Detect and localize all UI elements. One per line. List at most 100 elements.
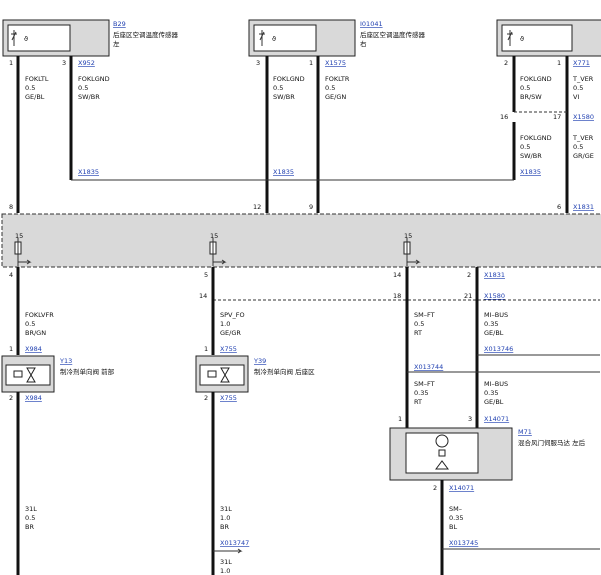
svg-text:SM–FT: SM–FT <box>414 311 435 319</box>
pin-label: 1 <box>9 345 13 353</box>
wire-label-foklvfr: FOKLVFR 0.5 BR/GN <box>25 311 54 337</box>
svg-text:0.35: 0.35 <box>484 320 498 328</box>
svg-text:31L: 31L <box>220 505 232 513</box>
svg-text:BR: BR <box>220 523 229 531</box>
connector-x1831[interactable]: X1831 <box>573 203 594 211</box>
pin-label: 12 <box>253 203 261 211</box>
svg-text:RT: RT <box>414 398 422 406</box>
theta-symbol: ϑ <box>24 35 28 43</box>
svg-text:FOKLTR: FOKLTR <box>325 75 350 83</box>
control-module-block <box>1 213 601 268</box>
pin-label: 8 <box>9 203 13 211</box>
solenoid-icon <box>13 370 23 378</box>
valve-y13 <box>1 355 55 393</box>
wire-label-sm-ft-2: SM–FT 0.35 RT <box>414 380 435 406</box>
connector-x755[interactable]: X755 <box>220 345 237 353</box>
svg-text:T_VER: T_VER <box>572 134 594 142</box>
svg-text:FOKLTL: FOKLTL <box>25 75 49 83</box>
svg-text:0.5: 0.5 <box>520 84 530 92</box>
sensor-right: ϑ <box>496 19 601 57</box>
component-y13-desc: 制冷剂单向阀 前部 <box>60 367 115 376</box>
connector-x771[interactable]: X771 <box>573 59 590 67</box>
fuse-2: 15 <box>209 232 227 266</box>
valve-icon <box>26 367 36 383</box>
connector-x14071[interactable]: X14071 <box>449 484 474 492</box>
component-y39-id[interactable]: Y39 <box>253 357 266 365</box>
connector-x1835[interactable]: X1835 <box>78 168 99 176</box>
connector-x952[interactable]: X952 <box>78 59 95 67</box>
component-m71-desc: 混合风门伺服马达 左后 <box>518 438 586 447</box>
wire-label-t-ver-vi: T_VER 0.5 VI <box>572 75 594 101</box>
wire-label-t-ver-grge: T_VER 0.5 GR/GE <box>572 134 594 160</box>
wire-label-mi-bus-2: MI–BUS 0.35 GE/BL <box>484 380 508 406</box>
component-m71-id[interactable]: M71 <box>518 428 532 436</box>
sensor-right-inner <box>501 24 573 52</box>
svg-text:MI–BUS: MI–BUS <box>484 380 508 388</box>
svg-text:SW/BR: SW/BR <box>78 93 100 101</box>
svg-text:GE/BL: GE/BL <box>484 398 504 406</box>
svg-text:15: 15 <box>404 232 412 240</box>
connector-x1831[interactable]: X1831 <box>484 271 505 279</box>
pin-label: 1 <box>398 415 402 423</box>
connector-x013746[interactable]: X013746 <box>484 345 513 353</box>
wire-label-mi-bus-1: MI–BUS 0.35 GE/BL <box>484 311 508 337</box>
connector-x1835[interactable]: X1835 <box>273 168 294 176</box>
svg-text:1.0: 1.0 <box>220 514 230 522</box>
connector-x1575[interactable]: X1575 <box>325 59 346 67</box>
svg-text:BR/SW: BR/SW <box>520 93 542 101</box>
svg-text:31L: 31L <box>25 505 37 513</box>
svg-text:VI: VI <box>573 93 579 101</box>
pin-label: 2 <box>433 484 437 492</box>
svg-text:0.35: 0.35 <box>414 389 428 397</box>
component-b29-id[interactable]: B29 <box>113 20 126 28</box>
pin-label: 3 <box>62 59 66 67</box>
connector-x984[interactable]: X984 <box>25 394 42 402</box>
svg-text:0.5: 0.5 <box>273 84 283 92</box>
wire-label-foklgnd-right: FOKLGND 0.5 BR/SW <box>520 75 552 101</box>
svg-text:SM–: SM– <box>449 505 462 513</box>
connector-x013744[interactable]: X013744 <box>414 363 443 371</box>
connector-x013745[interactable]: X013745 <box>449 539 478 547</box>
arrow-icon <box>213 548 243 554</box>
wire-label-foklgnd-b29: FOKLGND 0.5 SW/BR <box>78 75 110 101</box>
arrow-icon <box>18 259 32 265</box>
svg-text:15: 15 <box>210 232 218 240</box>
connector-x14071[interactable]: X14071 <box>484 415 509 423</box>
wire-label-31l-3: 31L 1.0 <box>220 558 232 575</box>
pin-label: 5 <box>204 271 208 279</box>
connector-x013747[interactable]: X013747 <box>220 539 249 547</box>
svg-text:SPV_FO: SPV_FO <box>220 311 245 319</box>
connector-x1835[interactable]: X1835 <box>520 168 541 176</box>
svg-text:BL: BL <box>449 523 457 531</box>
component-b29-desc2: 左 <box>113 39 120 48</box>
svg-text:0.5: 0.5 <box>520 143 530 151</box>
pin-label: 9 <box>309 203 313 211</box>
connector-x1580[interactable]: X1580 <box>573 113 594 121</box>
component-i01041-id[interactable]: I01041 <box>360 20 383 28</box>
wire-label-foklgnd-i01041: FOKLGND 0.5 SW/BR <box>273 75 305 101</box>
theta-symbol: ϑ <box>272 35 276 43</box>
pin-label: 6 <box>557 203 561 211</box>
chip-icon <box>438 449 446 457</box>
servo-m71 <box>389 427 513 481</box>
sensor-b29: ϑ <box>2 19 110 57</box>
svg-text:FOKLGND: FOKLGND <box>520 134 552 142</box>
connector-x984[interactable]: X984 <box>25 345 42 353</box>
connector-x755[interactable]: X755 <box>220 394 237 402</box>
thermistor-icon <box>259 30 265 46</box>
component-y13-id[interactable]: Y13 <box>59 357 72 365</box>
pin-label: 1 <box>204 345 208 353</box>
thermistor-icon <box>507 30 513 46</box>
wire-label-31l-1: 31L 0.5 BR <box>25 505 37 531</box>
pin-label: 17 <box>553 113 561 121</box>
valve-icon <box>220 367 230 383</box>
svg-text:GR/GE: GR/GE <box>573 152 594 160</box>
connector-x1580[interactable]: X1580 <box>484 292 505 300</box>
svg-text:0.5: 0.5 <box>25 320 35 328</box>
component-b29-desc: 后座区空调温度传感器 <box>113 30 179 39</box>
svg-text:GE/GN: GE/GN <box>325 93 346 101</box>
pin-label: 14 <box>199 292 207 300</box>
component-i01041-desc2: 右 <box>360 39 367 48</box>
theta-symbol: ϑ <box>520 35 524 43</box>
